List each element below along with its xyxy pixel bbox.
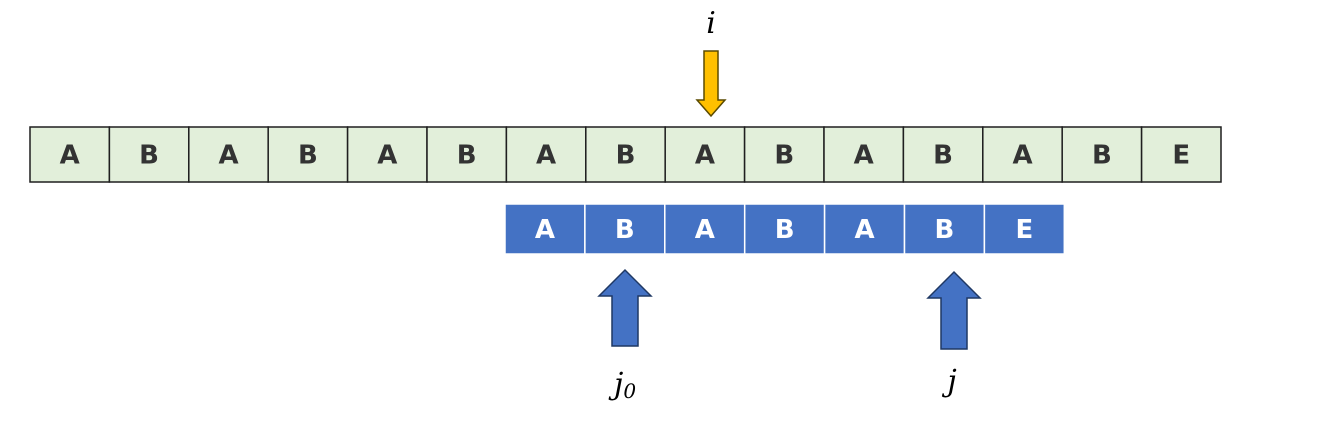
text-cell-label-9: B xyxy=(774,141,794,171)
pattern-cell-1 xyxy=(584,203,666,255)
text-cell-9 xyxy=(743,126,825,183)
text-cell-5 xyxy=(426,126,508,183)
text-cell-label-2: A xyxy=(218,141,238,171)
pointer-j-label: j xyxy=(941,364,956,399)
text-cell-4 xyxy=(346,126,428,183)
text-cell-12 xyxy=(982,126,1063,183)
text-cell-label-11: B xyxy=(933,141,953,171)
text-cell-7 xyxy=(585,126,666,183)
text-cell-label-6: A xyxy=(536,141,556,171)
text-cell-label-0: A xyxy=(60,141,80,171)
text-cell-8 xyxy=(664,126,746,183)
text-cell-11 xyxy=(902,126,984,183)
text-cell-label-7: B xyxy=(616,141,636,171)
text-cell-14 xyxy=(1140,126,1222,183)
pattern-cell-label-3: B xyxy=(775,215,795,245)
text-cell-0 xyxy=(29,126,111,183)
text-cell-label-12: A xyxy=(1012,141,1032,171)
pointer-j0-arrow-icon xyxy=(597,268,653,347)
pointer-j0-subscript: 0 xyxy=(623,379,636,403)
text-cell-label-4: A xyxy=(377,141,397,171)
text-cell-label-8: A xyxy=(695,141,715,171)
text-cell-label-1: B xyxy=(139,141,159,171)
pointer-i-label: i xyxy=(706,6,716,41)
pointer-j-arrow-icon xyxy=(926,270,982,350)
pattern-cell-label-4: A xyxy=(854,215,874,245)
text-cell-label-3: B xyxy=(298,141,318,171)
pattern-cell-label-2: A xyxy=(695,215,715,245)
pattern-cell-label-0: A xyxy=(535,215,555,245)
pattern-cell-0 xyxy=(504,203,586,255)
pattern-cell-label-6: E xyxy=(1015,215,1033,245)
pattern-cell-2 xyxy=(664,203,746,255)
text-cell-2 xyxy=(188,126,269,183)
text-cell-1 xyxy=(108,126,190,183)
text-cell-13 xyxy=(1061,126,1143,183)
pattern-cell-6 xyxy=(983,203,1066,255)
pointer-j0-label: j0 xyxy=(608,367,636,403)
text-cell-6 xyxy=(505,126,587,183)
pointer-j0-letter: j xyxy=(608,367,623,402)
text-cell-label-10: A xyxy=(854,141,874,171)
text-cell-label-13: B xyxy=(1092,141,1112,171)
pattern-cell-4 xyxy=(823,203,906,255)
pointer-i-arrow-icon xyxy=(695,50,727,118)
pattern-cell-label-1: B xyxy=(615,215,635,245)
text-cell-label-14: E xyxy=(1172,141,1190,171)
pattern-cell-5 xyxy=(903,203,986,255)
text-cell-label-5: B xyxy=(457,141,477,171)
pattern-cell-3 xyxy=(743,203,826,255)
pattern-cell-label-5: B xyxy=(935,215,955,245)
